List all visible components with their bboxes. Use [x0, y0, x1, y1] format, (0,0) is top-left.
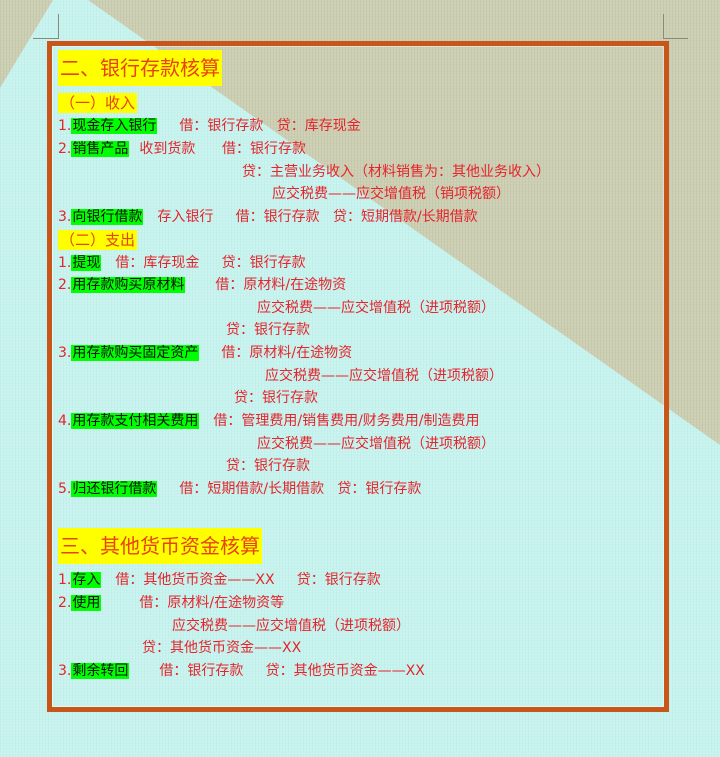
item-entry: 借：管理费用/销售费用/财务费用/制造费用 — [213, 413, 480, 429]
other-item-2: 2.使用 借：原材料/在途物资等 — [58, 593, 284, 613]
item-tag: 归还银行借款 — [71, 481, 158, 497]
crop-mark-tr-v — [663, 14, 664, 39]
item-tag: 存入 — [71, 572, 102, 588]
income-item-2-cont-1: 贷：主营业务收入（材料销售为：其他业务收入） — [242, 164, 550, 180]
item-tag: 用存款支付相关费用 — [71, 413, 200, 429]
item-tag: 向银行借款 — [71, 209, 144, 225]
expense-item-2-cont-2: 贷：银行存款 — [226, 322, 310, 338]
item-entry: 借：库存现金 贷：银行存款 — [115, 255, 306, 271]
item-tag: 用存款购买原材料 — [71, 277, 186, 293]
item-entry: 借：原材料/在途物资 — [221, 345, 353, 361]
expense-heading: （二）支出 — [58, 230, 138, 250]
other-item-2-cont-2: 贷：其他货币资金——XX — [142, 640, 302, 656]
item-number: 2. — [58, 595, 72, 611]
item-number: 2. — [58, 141, 72, 157]
item-number: 3. — [58, 209, 72, 225]
expense-item-3-cont-1: 应交税费——应交增值税（进项税额） — [265, 368, 503, 384]
other-item-3: 3.剩余转回 借：银行存款 贷：其他货币资金——XX — [58, 661, 425, 681]
item-number: 5. — [58, 481, 72, 497]
expense-item-4-cont-1: 应交税费——应交增值税（进项税额） — [257, 436, 495, 452]
income-item-1: 1.现金存入银行 借：银行存款 贷：库存现金 — [58, 116, 361, 136]
item-tag: 用存款购买固定资产 — [71, 345, 200, 361]
expense-item-5: 5.归还银行借款 借：短期借款/长期借款 贷：银行存款 — [58, 479, 421, 499]
expense-item-3: 3.用存款购买固定资产 借：原材料/在途物资 — [58, 343, 352, 363]
document-frame — [47, 41, 669, 712]
other-item-2-cont-1: 应交税费——应交增值税（进项税额） — [172, 618, 410, 634]
expense-item-1: 1.提现借：库存现金 贷：银行存款 — [58, 253, 306, 273]
expense-item-4-cont-2: 贷：银行存款 — [226, 458, 310, 474]
item-number: 1. — [58, 118, 72, 134]
item-number: 3. — [58, 663, 72, 679]
item-entry: 借：其他货币资金——XX 贷：银行存款 — [115, 572, 381, 588]
expense-item-2-cont-1: 应交税费——应交增值税（进项税额） — [257, 300, 495, 316]
item-tag: 现金存入银行 — [71, 118, 158, 134]
item-entry: 借：银行存款 贷：库存现金 — [179, 118, 361, 134]
item-entry: 借：原材料/在途物资等 — [139, 595, 285, 611]
item-entry: 收到货款 借：银行存款 — [139, 141, 307, 157]
income-item-2: 2.销售产品收到货款 借：银行存款 — [58, 139, 306, 159]
item-number: 2. — [58, 277, 72, 293]
item-number: 1. — [58, 255, 72, 271]
expense-item-3-cont-2: 贷：银行存款 — [234, 390, 318, 406]
income-item-3: 3.向银行借款存入银行 借：银行存款 贷：短期借款/长期借款 — [58, 207, 478, 227]
item-number: 3. — [58, 345, 72, 361]
item-tag: 提现 — [71, 255, 102, 271]
item-entry: 借：短期借款/长期借款 贷：银行存款 — [179, 481, 422, 497]
crop-mark-tr-h — [663, 38, 688, 39]
item-number: 4. — [58, 413, 72, 429]
section-2-title: 二、银行存款核算 — [58, 50, 222, 86]
item-number: 1. — [58, 572, 72, 588]
item-tag: 剩余转回 — [71, 663, 130, 679]
expense-item-2: 2.用存款购买原材料 借：原材料/在途物资 — [58, 275, 346, 295]
section-3-title: 三、其他货币资金核算 — [58, 528, 262, 564]
other-item-1: 1.存入借：其他货币资金——XX 贷：银行存款 — [58, 570, 381, 590]
item-entry: 借：原材料/在途物资 — [215, 277, 347, 293]
item-entry: 存入银行 借：银行存款 贷：短期借款/长期借款 — [157, 209, 478, 225]
expense-item-4: 4.用存款支付相关费用借：管理费用/销售费用/财务费用/制造费用 — [58, 411, 480, 431]
item-tag: 销售产品 — [71, 141, 130, 157]
item-tag: 使用 — [71, 595, 102, 611]
crop-mark-tl-v — [58, 14, 59, 39]
income-item-2-cont-2: 应交税费——应交增值税（销项税额） — [272, 186, 510, 202]
crop-mark-tl-h — [33, 38, 58, 39]
income-heading: （一）收入 — [58, 93, 138, 113]
item-entry: 借：银行存款 贷：其他货币资金——XX — [159, 663, 425, 679]
